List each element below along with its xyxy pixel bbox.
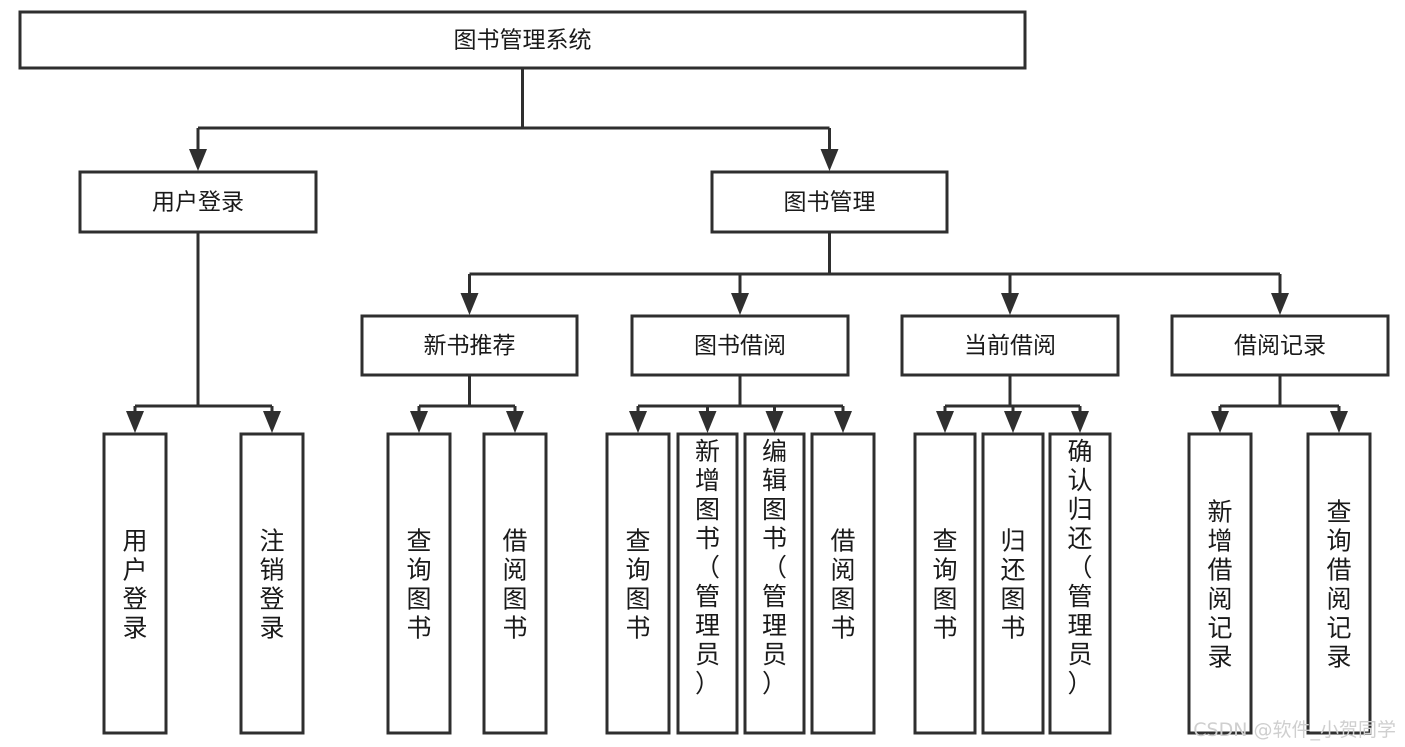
arrow-head-icon (629, 411, 647, 433)
arrow-head-icon (506, 411, 524, 433)
arrow-head-icon (765, 411, 784, 433)
node-leaf-borrow-book-recommend[interactable]: 借阅图书 (482, 432, 548, 735)
node-current-borrow-box[interactable] (900, 314, 1120, 377)
node-borrow-records-box[interactable] (1170, 314, 1390, 377)
node-leaf-return-book-box[interactable] (981, 432, 1045, 735)
node-leaf-edit-book-admin[interactable]: 编辑图书（管理员） (743, 432, 806, 735)
node-user-login-label: 用户登录 (152, 190, 244, 216)
connectors-layer (126, 68, 1348, 433)
node-book-management[interactable]: 图书管理 (710, 170, 949, 234)
node-leaf-query-borrow-record-label: 查询借阅记录 (1326, 498, 1351, 672)
node-leaf-add-borrow-record-box[interactable] (1187, 432, 1253, 735)
arrow-head-icon (834, 411, 852, 433)
node-leaf-query-book-borrow-label: 查询图书 (625, 527, 650, 643)
node-new-book-recommend-box[interactable] (360, 314, 579, 377)
node-root-system-label: 图书管理系统 (454, 28, 592, 54)
node-leaf-query-book-current-label: 查询图书 (932, 527, 957, 643)
node-leaf-return-book[interactable]: 归还图书 (981, 432, 1045, 735)
node-user-login-box[interactable] (78, 170, 318, 234)
node-leaf-logout-login[interactable]: 注销登录 (239, 432, 305, 735)
node-leaf-borrow-book-borrow-label: 借阅图书 (830, 527, 855, 643)
node-leaf-borrow-book-recommend-label: 借阅图书 (502, 527, 527, 643)
arrow-head-icon (460, 293, 479, 315)
node-leaf-confirm-return-admin[interactable]: 确认归还（管理员） (1048, 432, 1112, 735)
node-book-borrow[interactable]: 图书借阅 (630, 314, 850, 377)
arrow-head-icon (1004, 411, 1022, 433)
arrow-head-icon (263, 411, 281, 433)
arrow-head-icon (1001, 293, 1019, 315)
arrow-head-icon (189, 149, 207, 171)
node-user-login[interactable]: 用户登录 (78, 170, 318, 234)
node-leaf-add-book-admin-label: 新增图书（管理员） (695, 437, 720, 698)
node-root-system-box[interactable] (18, 10, 1027, 70)
node-leaf-confirm-return-admin-label: 确认归还（管理员） (1067, 437, 1092, 698)
node-leaf-borrow-book-borrow[interactable]: 借阅图书 (810, 432, 876, 735)
csdn-watermark: CSDN @软件_小贺同学 (1193, 719, 1396, 741)
arrow-head-icon (1211, 411, 1229, 433)
node-leaf-confirm-return-admin-box[interactable] (1048, 432, 1112, 735)
node-leaf-add-borrow-record-label: 新增借阅记录 (1207, 498, 1232, 672)
nodes-layer: 图书管理系统用户登录图书管理新书推荐图书借阅当前借阅借阅记录用户登录注销登录查询… (18, 10, 1390, 735)
arrow-head-icon (410, 411, 428, 433)
node-leaf-query-book-borrow-box[interactable] (605, 432, 671, 735)
arrow-head-icon (820, 149, 839, 171)
node-leaf-add-borrow-record[interactable]: 新增借阅记录 (1187, 432, 1253, 735)
node-root-system[interactable]: 图书管理系统 (18, 10, 1027, 70)
node-leaf-logout-login-label: 注销登录 (259, 527, 284, 643)
node-book-management-box[interactable] (710, 170, 949, 234)
node-leaf-query-book-recommend-box[interactable] (386, 432, 452, 735)
arrow-head-icon (1271, 293, 1289, 315)
node-leaf-query-borrow-record-box[interactable] (1306, 432, 1372, 735)
node-leaf-query-book-borrow[interactable]: 查询图书 (605, 432, 671, 735)
node-leaf-user-login-label: 用户登录 (122, 527, 147, 643)
node-leaf-edit-book-admin-box[interactable] (743, 432, 806, 735)
node-leaf-query-book-current[interactable]: 查询图书 (913, 432, 977, 735)
node-book-borrow-box[interactable] (630, 314, 850, 377)
arrow-head-icon (731, 293, 749, 315)
node-borrow-records[interactable]: 借阅记录 (1170, 314, 1390, 377)
node-new-book-recommend[interactable]: 新书推荐 (360, 314, 579, 377)
node-leaf-query-book-recommend-label: 查询图书 (406, 527, 431, 643)
node-leaf-edit-book-admin-label: 编辑图书（管理员） (762, 437, 787, 698)
node-leaf-query-borrow-record[interactable]: 查询借阅记录 (1306, 432, 1372, 735)
arrow-head-icon (1071, 411, 1089, 433)
arrow-head-icon (698, 411, 717, 433)
node-book-management-label: 图书管理 (784, 190, 876, 216)
node-leaf-add-book-admin[interactable]: 新增图书（管理员） (676, 432, 739, 735)
node-leaf-logout-login-box[interactable] (239, 432, 305, 735)
node-leaf-add-book-admin-box[interactable] (676, 432, 739, 735)
node-new-book-recommend-label: 新书推荐 (424, 333, 516, 359)
node-leaf-borrow-book-borrow-box[interactable] (810, 432, 876, 735)
arrow-head-icon (126, 411, 144, 433)
node-leaf-borrow-book-recommend-box[interactable] (482, 432, 548, 735)
node-leaf-return-book-label: 归还图书 (1000, 527, 1025, 643)
node-borrow-records-label: 借阅记录 (1234, 333, 1326, 359)
node-leaf-user-login[interactable]: 用户登录 (102, 432, 168, 735)
arrow-head-icon (1330, 411, 1348, 433)
arrow-head-icon (936, 411, 954, 433)
node-leaf-query-book-current-box[interactable] (913, 432, 977, 735)
node-current-borrow-label: 当前借阅 (964, 333, 1056, 359)
node-leaf-user-login-box[interactable] (102, 432, 168, 735)
node-current-borrow[interactable]: 当前借阅 (900, 314, 1120, 377)
node-leaf-query-book-recommend[interactable]: 查询图书 (386, 432, 452, 735)
node-book-borrow-label: 图书借阅 (694, 333, 786, 359)
